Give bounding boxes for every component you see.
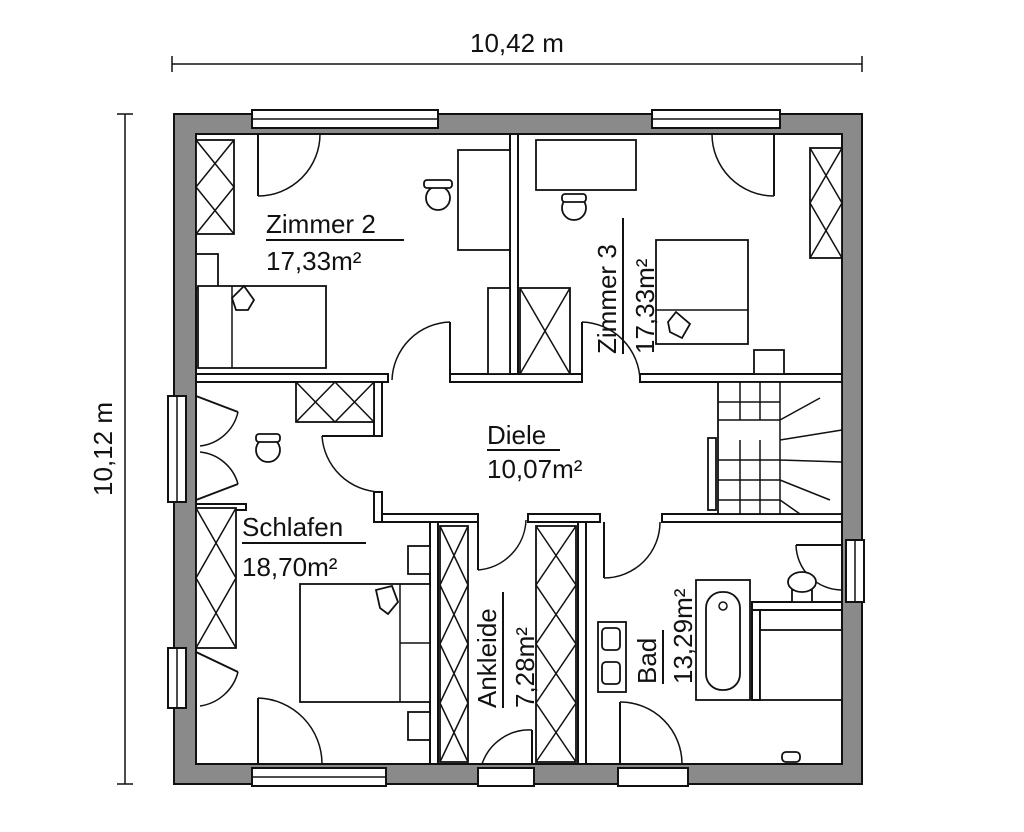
wardrobe-icon: [195, 139, 235, 235]
room-diele: Diele 10,07m²: [487, 420, 583, 484]
room-area: 7,28m²: [510, 627, 540, 708]
door-swings: [195, 133, 843, 765]
room-name: Schlafen: [242, 512, 343, 542]
room-area: 17,33m²: [266, 246, 362, 276]
bed-icon: [299, 545, 431, 741]
room-area: 13,29m²: [668, 588, 698, 684]
room-name: Diele: [487, 420, 546, 450]
shower-icon: [759, 629, 843, 701]
dimension-width: 10,42 m: [171, 28, 863, 72]
room-name: Zimmer 2: [266, 209, 376, 239]
width-label: 10,42 m: [470, 28, 564, 58]
office-chair-icon: [255, 433, 281, 463]
wardrobe-icon: [809, 147, 843, 259]
room-name: Zimmer 3: [592, 244, 622, 354]
interior-walls: [195, 133, 843, 765]
room-ankleide: Ankleide 7,28m²: [472, 592, 540, 708]
room-schlafen: Schlafen 18,70m²: [242, 512, 366, 582]
room-area: 18,70m²: [242, 552, 338, 582]
room-zimmer3: Zimmer 3 17,33m²: [592, 218, 660, 354]
sink-icon: [597, 621, 627, 693]
office-chair-icon: [423, 179, 453, 211]
bed-icon: [195, 253, 327, 369]
bed-icon: [655, 239, 785, 375]
room-name: Bad: [632, 638, 662, 684]
office-chair-icon: [561, 193, 587, 221]
bin-icon: [781, 751, 801, 763]
room-bad: Bad 13,29m²: [632, 588, 698, 684]
wardrobe-icon: [535, 525, 577, 763]
wardrobe-icon: [439, 525, 469, 763]
height-label: 10,12 m: [88, 402, 118, 496]
desk-icon: [535, 139, 637, 191]
shelf-icon: [487, 287, 511, 375]
bathtub-icon: [695, 579, 751, 701]
wardrobe-icon: [519, 287, 571, 375]
room-zimmer2: Zimmer 2 17,33m²: [266, 209, 404, 276]
room-name: Ankleide: [472, 608, 502, 708]
toilet-icon: [787, 571, 817, 603]
windows: [167, 109, 865, 787]
room-area: 17,33m²: [630, 258, 660, 354]
dimension-height: 10,12 m: [88, 113, 133, 785]
room-area: 10,07m²: [487, 454, 583, 484]
desk-icon: [457, 149, 511, 251]
wardrobe-icon: [295, 380, 375, 424]
staircase-icon: [707, 381, 843, 515]
wardrobe-icon: [195, 507, 237, 649]
